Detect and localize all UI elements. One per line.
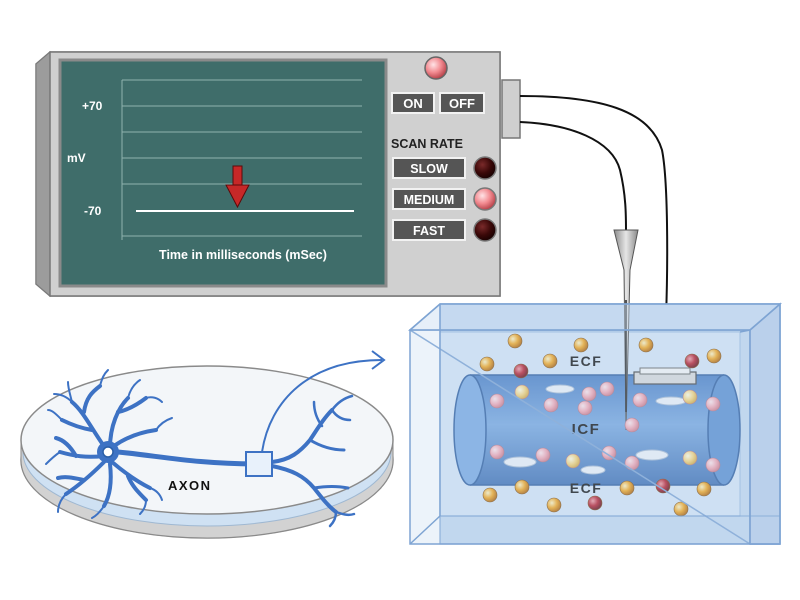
scan-rate-slow-label: SLOW [410,162,448,176]
ecf-ions [479,333,722,517]
neuron [45,369,356,528]
icf-label: ICF [572,421,601,438]
zoom-arrow [261,350,386,453]
oscilloscope-connector [501,79,521,139]
neuron-nucleus [102,446,114,458]
oscilloscope-screen [58,58,388,288]
ecf-bottom-label: ECF [570,480,603,496]
on-button[interactable]: ON [391,92,435,114]
recording-wire [519,95,669,319]
icf-ions [489,381,721,473]
scan-rate-fast-label: FAST [413,224,445,238]
y-axis-high-label: +70 [82,99,103,113]
axon-selection-box[interactable] [245,451,273,477]
box-frame [407,302,783,545]
on-button-label: ON [403,96,423,111]
scan-rate-title: SCAN RATE [391,137,463,151]
scan-rate-medium-indicator [473,187,497,211]
electrode-wire [519,121,627,233]
red-down-arrow-icon [225,165,250,209]
scan-rate-fast-indicator [473,218,497,242]
y-axis-low-label: -70 [84,204,102,218]
membrane-channels [503,384,687,475]
petri-dish: AXON [20,365,394,539]
scan-rate-fast-button[interactable]: FAST [392,219,466,241]
screen-grid [121,79,362,240]
reference-electrode-plate [633,367,697,385]
electrode-wires [519,95,669,319]
axon-label: AXON [168,478,212,493]
oscilloscope: +70 mV -70 Time in milliseconds (mSec) O… [35,50,521,298]
y-axis-unit-label: mV [67,151,86,165]
axon-enlargement-box: ECF ICF ECF [407,229,783,545]
scan-rate-slow-indicator [473,156,497,180]
scan-rate-medium-button[interactable]: MEDIUM [392,188,466,210]
scan-rate-medium-label: MEDIUM [404,193,455,207]
scan-rate-slow-button[interactable]: SLOW [392,157,466,179]
power-indicator-light [424,56,448,80]
ecf-top-label: ECF [570,353,603,369]
off-button[interactable]: OFF [439,92,485,114]
x-axis-label: Time in milliseconds (mSec) [159,248,327,262]
off-button-label: OFF [449,96,475,111]
axon-fiber [115,449,261,467]
